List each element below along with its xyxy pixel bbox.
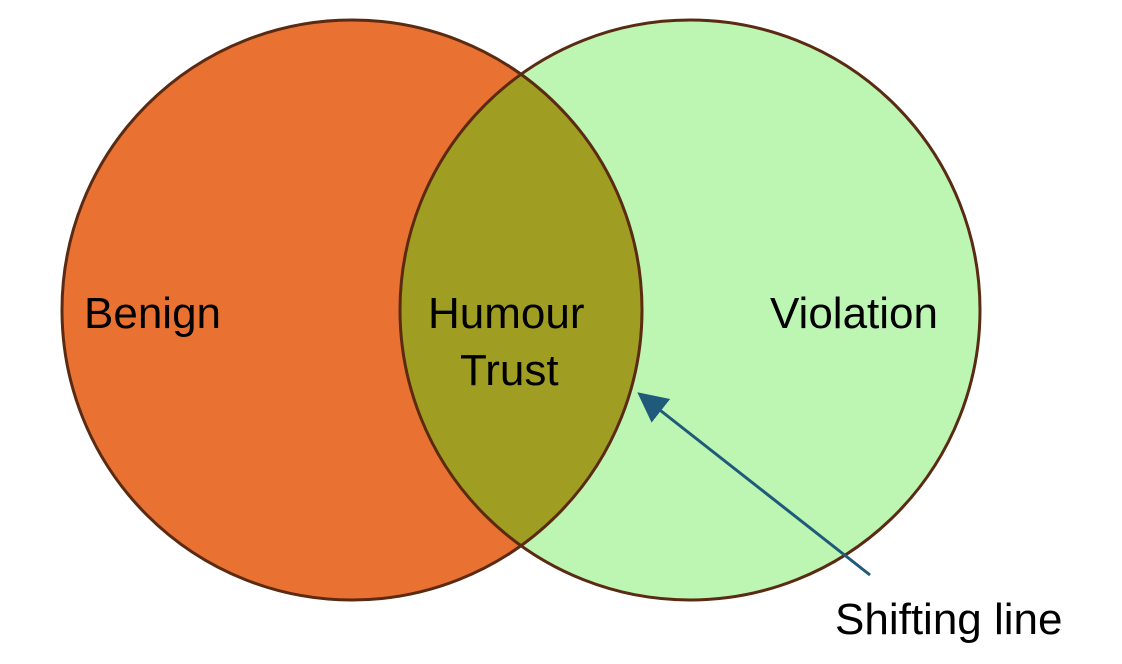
benign-label: Benign	[84, 289, 222, 338]
shifting-line-arrow	[637, 392, 871, 577]
violation-circle-outline	[398, 18, 982, 602]
humour-label: Humour	[428, 289, 585, 338]
violation-label: Violation	[770, 289, 938, 338]
intersection-region	[400, 20, 642, 600]
trust-label: Trust	[460, 346, 559, 395]
benign-circle-outline	[60, 18, 644, 602]
shifting-line-label: Shifting line	[835, 595, 1063, 644]
